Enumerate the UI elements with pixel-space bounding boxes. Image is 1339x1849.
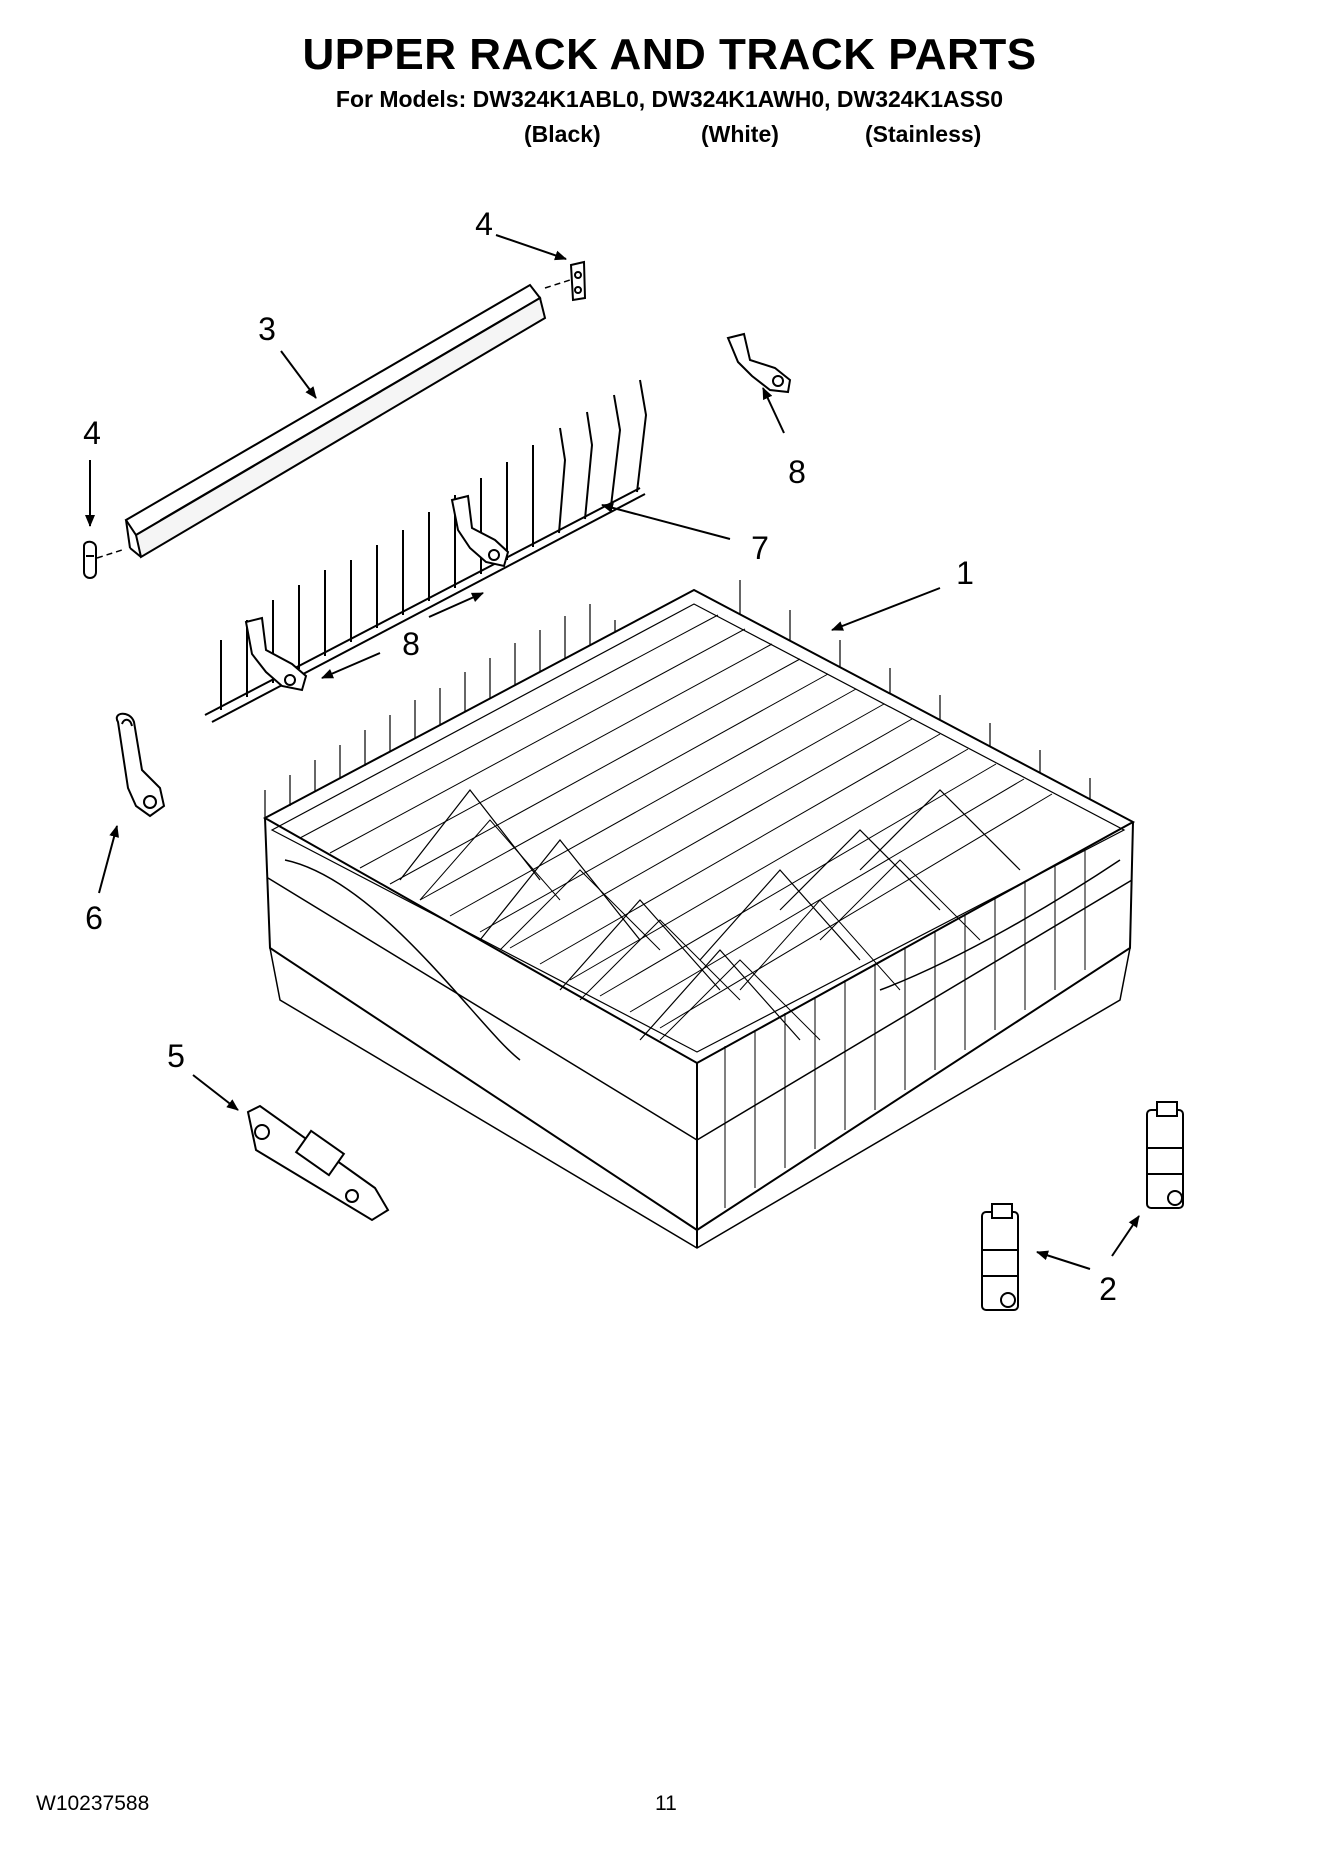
arrow-7 — [601, 502, 731, 540]
page-number: 11 — [655, 1792, 677, 1815]
callout-6: 6 — [85, 900, 103, 936]
arrow-8-lower — [321, 652, 381, 679]
arrow-2-left — [1036, 1250, 1091, 1270]
variant-white: (White) — [701, 121, 779, 147]
clip-part-8-top-right — [726, 332, 792, 394]
arrow-3 — [280, 350, 317, 399]
callout-4-top: 4 — [475, 206, 493, 242]
callout-8-top: 8 — [788, 454, 806, 490]
arrow-5 — [192, 1074, 239, 1111]
callout-7: 7 — [751, 530, 769, 566]
end-cap-part-4-left — [83, 540, 97, 579]
clip-part-8-rack-lower — [244, 616, 308, 692]
callout-3: 3 — [258, 311, 276, 347]
arrow-2-right — [1111, 1215, 1140, 1257]
clip-part-8-rack-upper — [450, 494, 510, 568]
callout-1: 1 — [956, 555, 974, 591]
variant-stainless: (Stainless) — [865, 121, 982, 147]
end-cap-part-4-right — [569, 260, 587, 302]
arrow-4-top — [495, 234, 567, 261]
page-title: UPPER RACK AND TRACK PARTS — [302, 30, 1037, 79]
callout-5: 5 — [167, 1038, 185, 1074]
wheel-assembly-part-2-right — [1146, 1101, 1184, 1209]
document-number: W10237588 — [36, 1792, 150, 1815]
arrow-8-top — [762, 387, 785, 434]
track-stop-part-5 — [246, 1104, 390, 1222]
arrow-8-upper — [428, 592, 484, 618]
arrow-6 — [98, 825, 119, 894]
clip-part-6 — [115, 712, 166, 818]
callout-2: 2 — [1099, 1271, 1117, 1307]
leader-arrows — [85, 234, 1140, 1270]
rail-part-3 — [124, 283, 547, 559]
variant-black: (Black) — [524, 121, 601, 147]
upper-rack-part-1 — [262, 580, 1136, 1249]
arrow-1 — [831, 587, 941, 631]
wheel-assembly-part-2-left — [981, 1203, 1019, 1311]
callout-4-left: 4 — [83, 415, 101, 451]
callout-8-rack: 8 — [402, 626, 420, 662]
models-line: For Models: DW324K1ABL0, DW324K1AWH0, DW… — [335, 86, 1004, 112]
